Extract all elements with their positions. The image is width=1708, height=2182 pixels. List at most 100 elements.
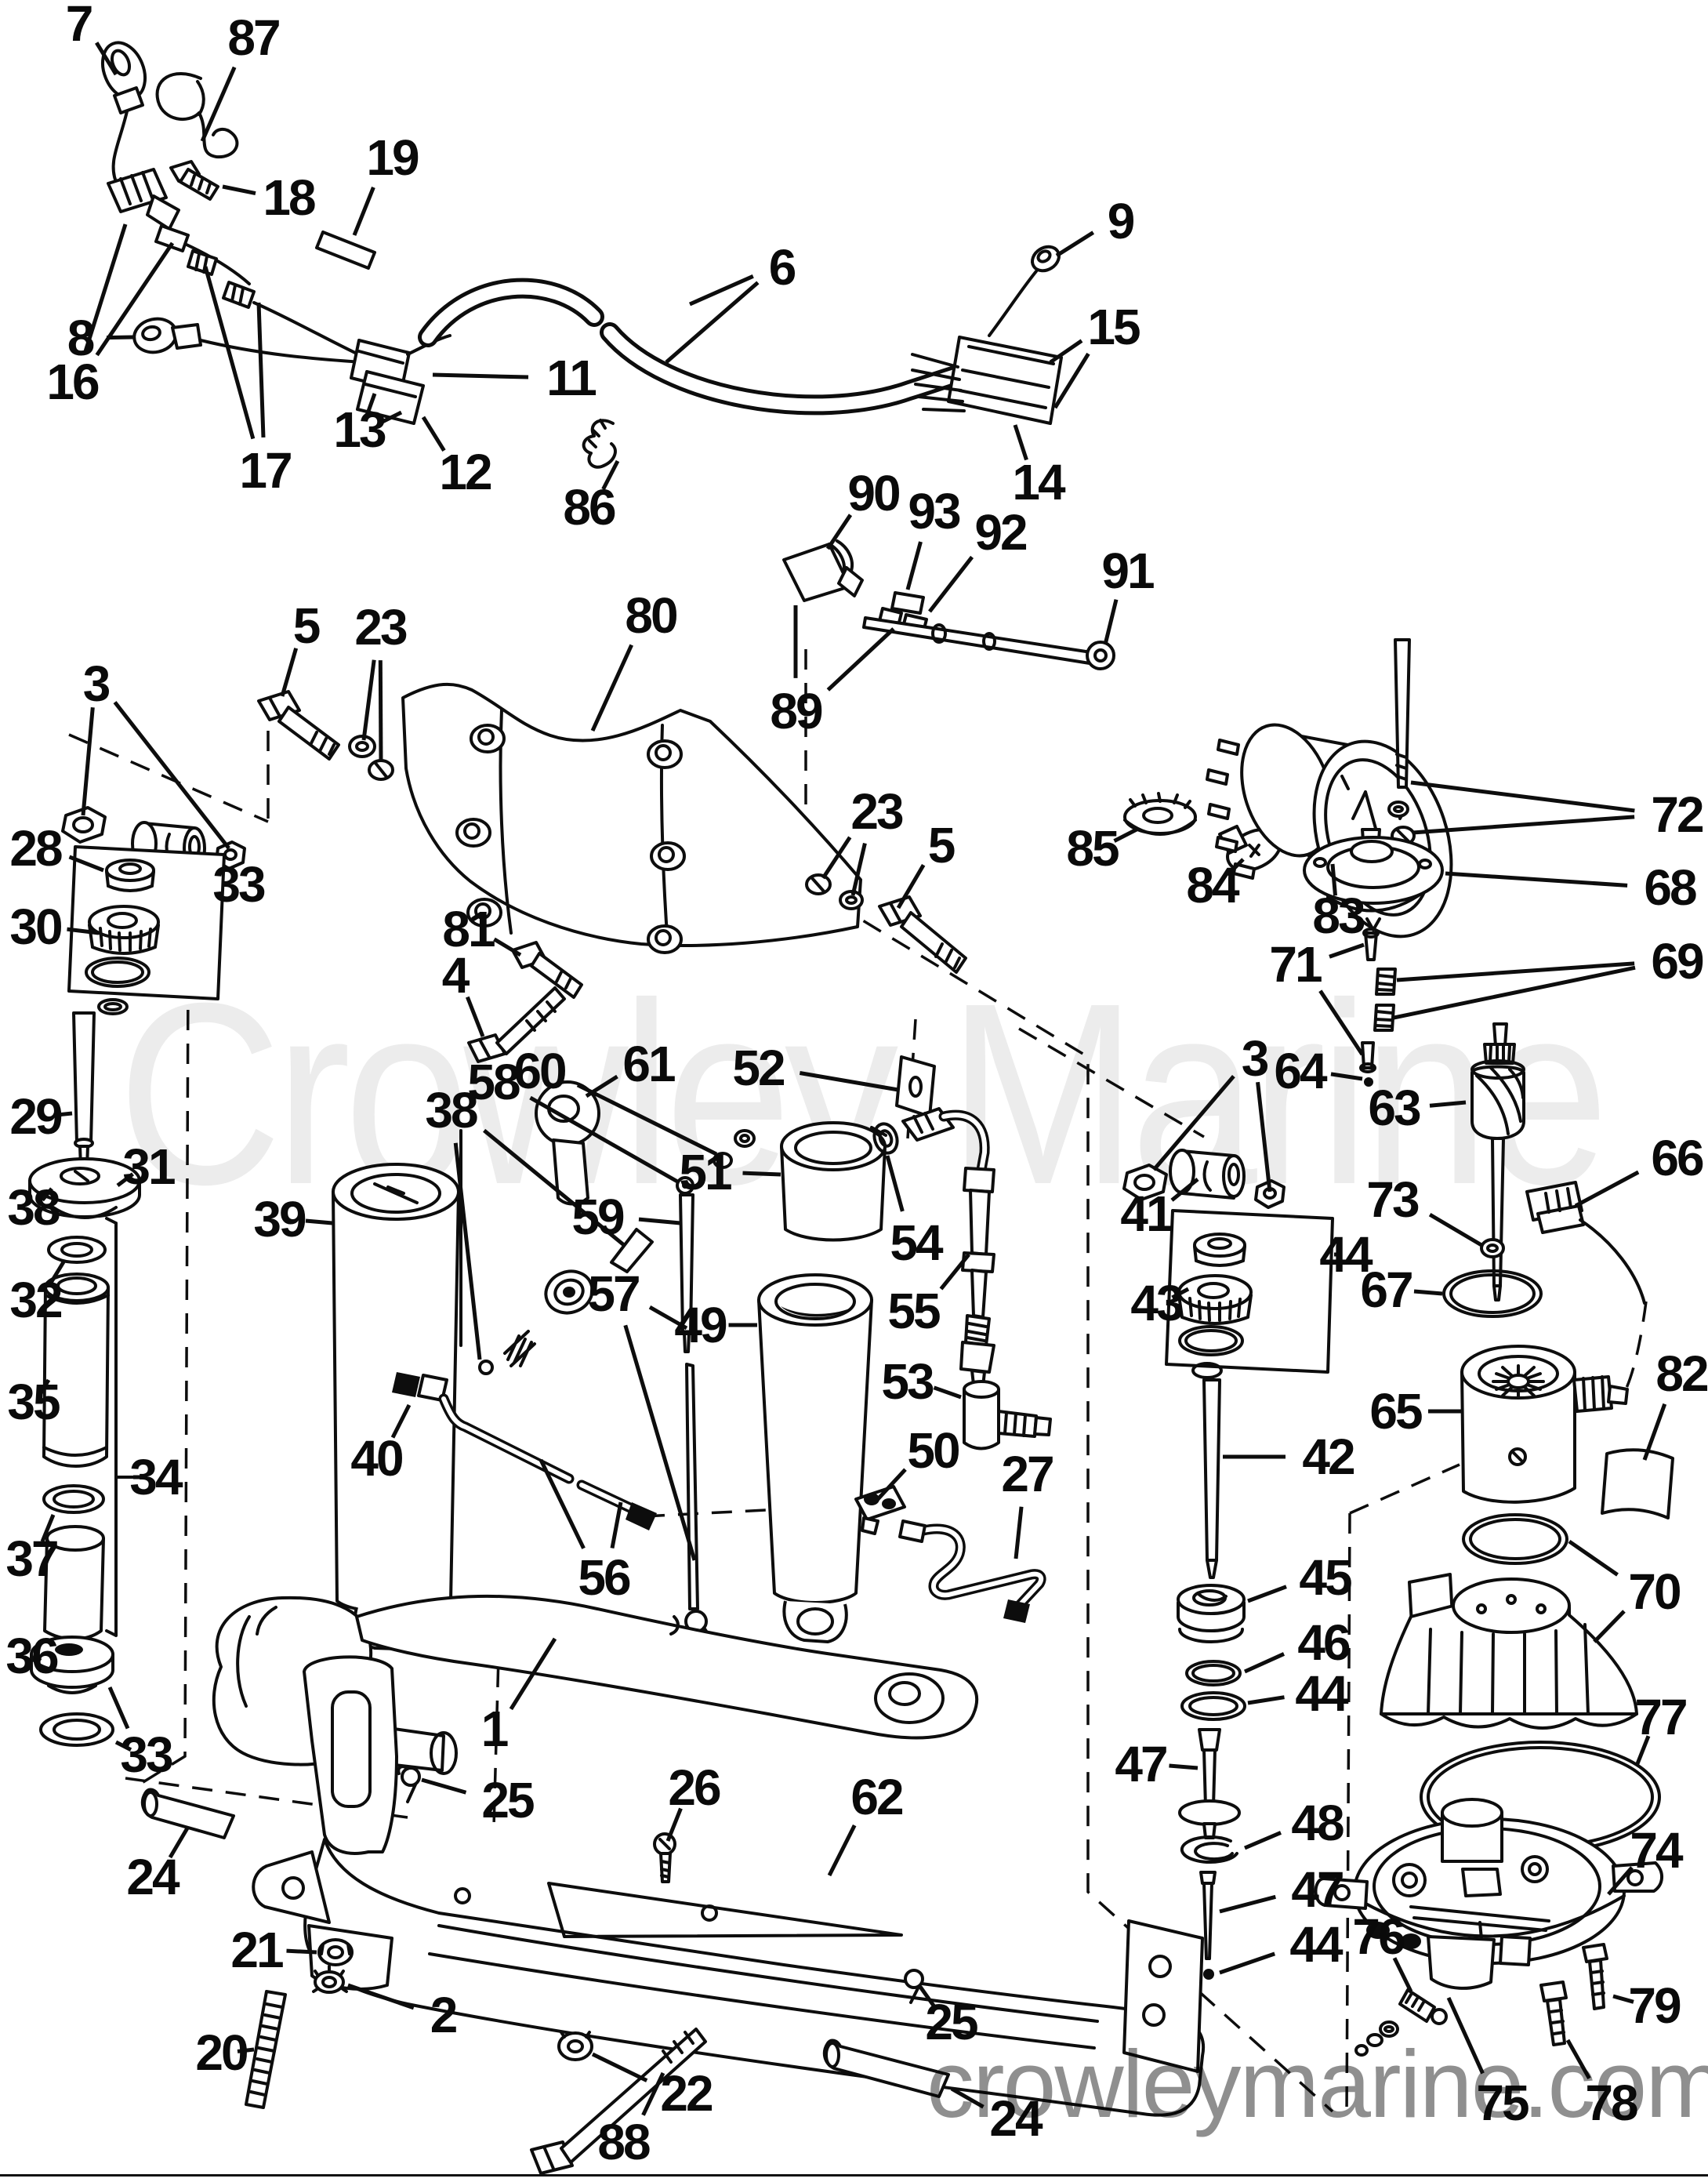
callout-78: 78	[1585, 2075, 1638, 2131]
callout-31: 31	[122, 1138, 176, 1195]
callout-91: 91	[1101, 543, 1155, 599]
callout-51: 51	[679, 1144, 732, 1200]
callout-36: 36	[5, 1628, 59, 1684]
bleed-valve-76	[1354, 1988, 1448, 2057]
clip-25-lower	[904, 1969, 924, 2004]
elbow-50	[854, 1485, 906, 1535]
callout-55: 55	[887, 1283, 941, 1339]
ring-33-lower	[39, 1712, 114, 1747]
end-cap-68	[1303, 828, 1444, 931]
trim-cylinder-39	[332, 1163, 460, 1651]
elbow-53	[963, 1380, 1052, 1450]
rod-eye-91	[1086, 641, 1115, 670]
callout-23: 23	[354, 599, 408, 655]
callout-24: 24	[126, 1849, 180, 1905]
callout-20: 20	[195, 2024, 248, 2081]
tube-56	[392, 1372, 657, 1530]
bullet-connector-16	[107, 168, 251, 285]
gauge-studs	[1206, 739, 1256, 880]
callout-46: 46	[1297, 1614, 1351, 1671]
bolt-5-left	[257, 690, 340, 761]
wear-plate-52	[895, 1055, 936, 1118]
o-ring-70	[1462, 1513, 1568, 1565]
brushes-71-springs-69	[1359, 928, 1397, 1087]
screw-18	[169, 160, 219, 201]
callout-93: 93	[908, 483, 961, 539]
callout-25: 25	[925, 1994, 978, 2050]
tilt-rod-42	[1202, 1378, 1221, 1579]
valve-set-38	[459, 1129, 654, 1375]
callout-65: 65	[1369, 1383, 1423, 1440]
callout-1: 1	[480, 1701, 509, 1757]
callout-33: 33	[212, 856, 266, 913]
callout-61: 61	[622, 1036, 676, 1092]
cable-6	[418, 278, 968, 416]
shield-tab-holes	[455, 724, 686, 954]
callout-5: 5	[927, 817, 956, 873]
callout-5: 5	[292, 597, 321, 654]
sender-rod-89	[862, 616, 1093, 665]
callout-77: 77	[1634, 1689, 1688, 1745]
o-ring-54	[872, 1122, 899, 1155]
callout-84: 84	[1186, 857, 1239, 913]
grommet-85	[1123, 792, 1197, 836]
callout-92: 92	[974, 504, 1028, 561]
valve-stem-47	[1178, 1728, 1241, 1839]
bolt-79	[1582, 1943, 1608, 2010]
callout-43: 43	[1130, 1275, 1184, 1331]
callout-74: 74	[1630, 1822, 1683, 1879]
sleeve-35	[42, 1273, 110, 1468]
callout-44: 44	[1319, 1226, 1373, 1283]
callout-33: 33	[120, 1726, 173, 1783]
washers-23-left	[348, 735, 394, 781]
bushing-45	[1177, 1584, 1246, 1643]
callout-52: 52	[732, 1040, 785, 1096]
callout-7: 7	[65, 0, 94, 52]
bushing-31	[28, 1157, 141, 1219]
callout-42: 42	[1302, 1429, 1355, 1485]
callout-4: 4	[441, 947, 470, 1004]
callout-14: 14	[1012, 454, 1065, 510]
callout-15: 15	[1087, 299, 1140, 355]
callout-82: 82	[1655, 1345, 1708, 1402]
callout-19: 19	[366, 129, 419, 186]
ball-44-lower	[1203, 1969, 1214, 1980]
nut-bushing-3-right	[1122, 1149, 1286, 1209]
callout-37: 37	[5, 1530, 59, 1587]
callout-39: 39	[253, 1191, 306, 1247]
callout-47: 47	[1115, 1736, 1168, 1792]
callout-41: 41	[1120, 1185, 1173, 1242]
motor-cover	[1380, 1573, 1638, 1730]
pump-74	[1314, 1798, 1663, 1990]
stud-20	[245, 1990, 287, 2109]
callout-3: 3	[82, 655, 111, 712]
callout-76: 76	[1352, 1908, 1405, 1965]
callout-88: 88	[597, 2114, 651, 2170]
callout-38: 38	[7, 1179, 60, 1236]
rod-end-61	[535, 1080, 600, 1206]
o-ring-46	[1185, 1660, 1242, 1686]
lock-washer-2	[312, 1965, 348, 1994]
key-93	[890, 591, 925, 615]
clevis-pin-24-left	[140, 1788, 235, 1839]
cap-51	[780, 1121, 887, 1242]
callout-59: 59	[571, 1189, 625, 1245]
bolt-78	[1539, 1981, 1568, 2046]
callout-21: 21	[230, 1922, 284, 1978]
armature-63	[1470, 1022, 1525, 1302]
callout-67: 67	[1360, 1262, 1413, 1318]
callout-45: 45	[1299, 1549, 1352, 1606]
callout-16: 16	[46, 354, 100, 410]
bolt-81	[511, 941, 583, 999]
callout-35: 35	[7, 1374, 60, 1430]
pin-47-lower	[1199, 1871, 1217, 1960]
wire-ring-terminal-9	[988, 245, 1061, 337]
bolt-4	[467, 986, 566, 1063]
callout-69: 69	[1651, 933, 1704, 989]
callout-32: 32	[9, 1272, 63, 1328]
clip-25-upper	[397, 1765, 421, 1803]
callout-58: 58	[467, 1054, 520, 1110]
callout-44: 44	[1289, 1916, 1343, 1973]
washers-23-right	[805, 873, 864, 910]
